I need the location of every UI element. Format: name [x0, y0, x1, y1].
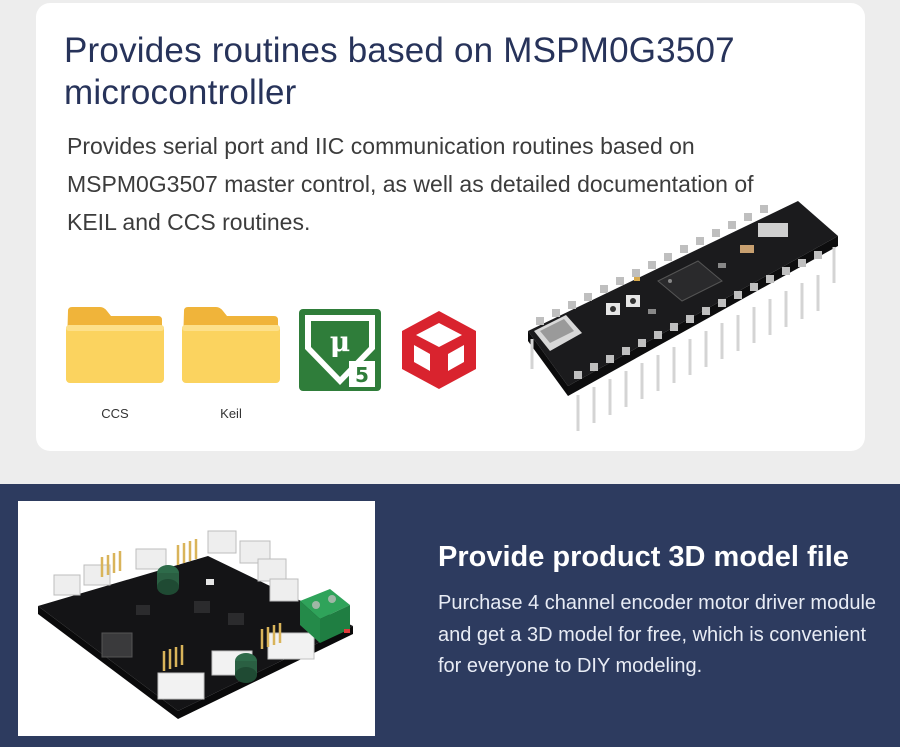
model-file-description: Purchase 4 channel encoder motor driver … [438, 592, 877, 677]
routines-title: Provides routines based on MSPM0G3507 mi… [64, 31, 735, 112]
folder-icon [182, 307, 280, 383]
folder-icon [66, 307, 164, 383]
model-file-title: Provide product 3D model file [438, 541, 849, 573]
svg-text:5: 5 [355, 363, 369, 387]
motor-driver-board-image [38, 530, 353, 719]
keil-folder-icon[interactable] [180, 305, 280, 385]
keil-uvision-icon[interactable]: μ 5 [299, 309, 381, 391]
routines-card: Provides routines based on MSPM0G3507 mi… [36, 3, 865, 451]
routines-description: Provides serial port and IIC communicati… [67, 133, 754, 235]
ccs-folder-icon[interactable] [64, 305, 164, 385]
ccs-folder-label: CCS [101, 406, 129, 421]
motor-driver-image-frame [18, 501, 375, 736]
mspm0-board-image [528, 201, 838, 431]
svg-text:μ: μ [330, 325, 351, 358]
keil-folder-label: Keil [220, 406, 242, 421]
model-file-section: Provide product 3D model file Purchase 4… [0, 484, 900, 747]
ccs-cube-icon[interactable] [400, 309, 478, 391]
